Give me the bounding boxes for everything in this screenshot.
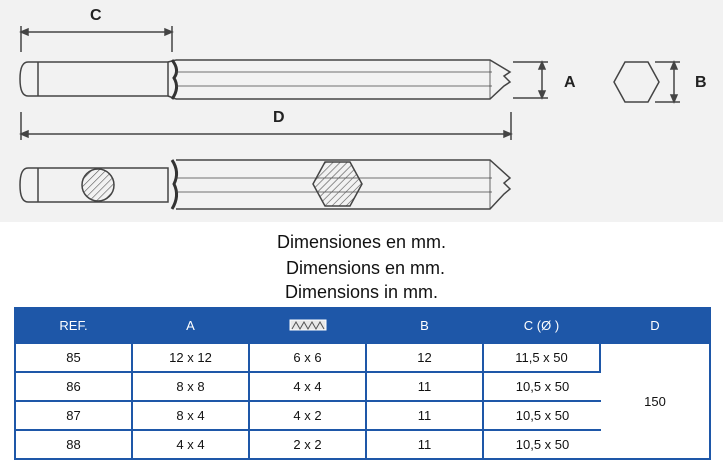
header-ref: REF. — [16, 309, 133, 342]
title-spanish: Dimensiones en mm. — [276, 232, 447, 252]
technical-drawing: C D A B — [0, 0, 723, 222]
cell-thread: 2 x 2 — [250, 429, 367, 458]
cell-c: 10,5 x 50 — [484, 429, 601, 458]
dim-label-c: C — [90, 7, 102, 24]
cell-thread: 4 x 2 — [250, 400, 367, 429]
header-d: D — [601, 309, 709, 342]
header-b: B — [367, 309, 484, 342]
cell-b: 11 — [367, 400, 484, 429]
thread-icon — [289, 319, 327, 334]
table-row: 86 8 x 8 4 x 4 11 10,5 x 50 — [16, 371, 709, 400]
dimensions-table: REF. A B C (Ø ) D 85 12 x 12 6 x 6 12 11… — [14, 307, 711, 460]
cell-d: 150 — [601, 342, 709, 458]
cell-c: 11,5 x 50 — [484, 342, 601, 371]
cell-b: 12 — [367, 342, 484, 371]
cell-ref: 85 — [16, 342, 133, 371]
table-row: 85 12 x 12 6 x 6 12 11,5 x 50 150 — [16, 342, 709, 458]
tool-drawing-svg: C D A B — [19, 7, 707, 210]
cell-ref: 86 — [16, 371, 133, 400]
cell-thread: 4 x 4 — [250, 371, 367, 400]
tool-side-view — [19, 59, 512, 100]
cell-a: 12 x 12 — [133, 342, 250, 371]
cell-b: 11 — [367, 371, 484, 400]
cell-c: 10,5 x 50 — [484, 400, 601, 429]
cell-a: 8 x 4 — [133, 400, 250, 429]
tool-section-view — [19, 159, 512, 210]
table-row: 88 4 x 4 2 x 2 11 10,5 x 50 — [16, 429, 709, 458]
cell-b: 11 — [367, 429, 484, 458]
cell-ref: 88 — [16, 429, 133, 458]
dim-label-a: A — [564, 74, 576, 91]
header-thread — [250, 309, 367, 342]
dimension-a — [513, 60, 548, 100]
cell-c: 10,5 x 50 — [484, 371, 601, 400]
cell-a: 8 x 8 — [133, 371, 250, 400]
dim-label-d: D — [273, 109, 285, 126]
hexagon-section — [613, 60, 680, 104]
cell-a: 4 x 4 — [133, 429, 250, 458]
title-english: Dimensions in mm. — [284, 282, 439, 302]
table-row: 87 8 x 4 4 x 2 11 10,5 x 50 — [16, 400, 709, 429]
dim-label-b: B — [695, 74, 707, 91]
table-header-row: REF. A B C (Ø ) D — [16, 309, 709, 342]
cell-ref: 87 — [16, 400, 133, 429]
title-french: Dimensions en mm. — [285, 258, 446, 278]
cell-thread: 6 x 6 — [250, 342, 367, 371]
dimension-d — [19, 112, 513, 140]
header-c: C (Ø ) — [484, 309, 601, 342]
header-a: A — [133, 309, 250, 342]
dimension-c — [19, 26, 174, 52]
